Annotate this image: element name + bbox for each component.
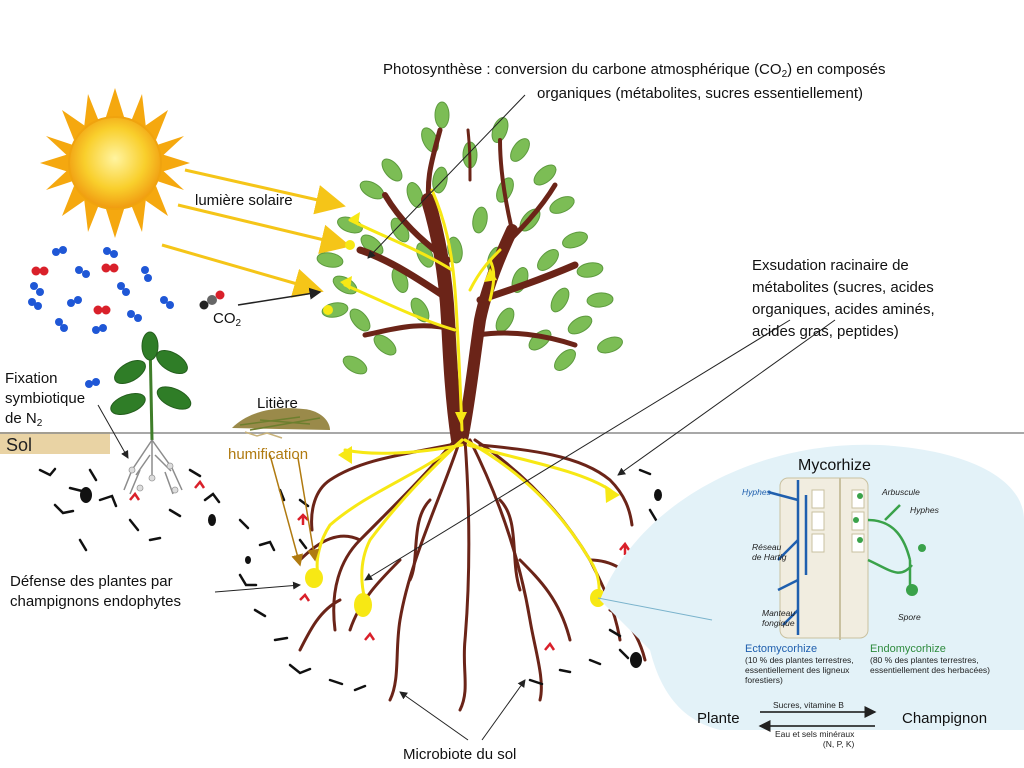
sunlight-arrows bbox=[161, 168, 351, 298]
co2-label: CO2 bbox=[213, 309, 241, 333]
inset-hartig-2: de Hartig bbox=[752, 552, 787, 562]
inset-hartig: Réseau de Hartig bbox=[752, 542, 787, 562]
endo-desc-1: (80 % des plantes terrestres, bbox=[870, 655, 979, 665]
sun-icon bbox=[40, 88, 190, 238]
inset-manteau-2: fongique bbox=[762, 618, 795, 628]
microbiota-label: Microbiote du sol bbox=[403, 746, 517, 763]
fixation-line-3: de N bbox=[5, 410, 37, 427]
endo-desc: (80 % des plantes terrestres, essentiell… bbox=[870, 655, 990, 675]
co2-text: CO bbox=[213, 310, 236, 327]
defense-line-2: champignons endophytes bbox=[10, 593, 181, 610]
co2-molecule bbox=[199, 290, 225, 310]
fixation-line-2: symbiotique bbox=[5, 390, 86, 407]
pointer-lines bbox=[214, 94, 836, 741]
litter-label: Litière bbox=[257, 395, 298, 412]
mycorrhiza-title: Mycorhize bbox=[798, 457, 871, 474]
exchange-arrows bbox=[758, 706, 877, 732]
co2-sub: 2 bbox=[235, 318, 242, 329]
endophyte-fungi bbox=[305, 240, 606, 617]
sunlight-label: lumière solaire bbox=[195, 192, 293, 209]
inset-spore: Spore bbox=[898, 612, 921, 622]
photosynthesis-label: Photosynthèse : conversion du carbone at… bbox=[383, 60, 886, 84]
humification-label: humification bbox=[228, 446, 309, 463]
exchange-bottom-2: (N, P, K) bbox=[822, 739, 855, 749]
exudation-line-4: acides gras, peptides) bbox=[752, 323, 899, 340]
humification-arrows bbox=[269, 454, 320, 567]
endo-desc-2: essentiellement des herbacées) bbox=[870, 665, 991, 675]
defense-line-1: Défense des plantes par bbox=[10, 573, 173, 590]
ecto-desc-3: forestiers) bbox=[745, 675, 783, 685]
ecto-title: Ectomycorhize bbox=[745, 643, 818, 655]
fixation-label: Fixation symbiotique de N2 bbox=[5, 369, 85, 434]
photosynthesis-text-1: Photosynthèse : conversion du carbone at… bbox=[383, 61, 782, 78]
exudation-line-3: organiques, acides aminés, bbox=[752, 301, 935, 318]
ecto-desc: (10 % des plantes terrestres, essentiell… bbox=[745, 655, 854, 685]
fungus-label: Champignon bbox=[902, 710, 988, 727]
inset-hyphes-right: Hyphes bbox=[910, 505, 939, 515]
ecto-desc-1: (10 % des plantes terrestres, bbox=[745, 655, 854, 665]
exchange-bottom-1: Eau et sels minéraux bbox=[775, 729, 855, 739]
exudation-line-1: Exsudation racinaire de bbox=[752, 257, 909, 274]
plant-label: Plante bbox=[697, 710, 740, 727]
fixation-line-1: Fixation bbox=[5, 370, 58, 387]
litter-pile bbox=[232, 408, 330, 439]
photosynthesis-sub: 2 bbox=[781, 69, 788, 80]
soil-particles bbox=[80, 487, 662, 668]
exchange-bottom-label: Eau et sels minéraux (N, P, K) bbox=[775, 729, 854, 749]
ecto-desc-2: essentiellement des ligneux bbox=[745, 665, 850, 675]
inset-arbuscule: Arbuscule bbox=[882, 487, 920, 497]
soil-label: Sol bbox=[6, 435, 33, 455]
endo-title: Endomycorhize bbox=[870, 643, 946, 655]
fixation-sub: 2 bbox=[36, 418, 43, 429]
photosynthesis-text-1-end: ) en composés bbox=[787, 61, 886, 78]
inset-hartig-1: Réseau bbox=[752, 542, 782, 552]
defense-label: Défense des plantes par champignons endo… bbox=[10, 572, 181, 612]
tree-trunk bbox=[356, 127, 579, 447]
mycorrhiza-inset bbox=[597, 444, 1024, 730]
soil-band bbox=[0, 432, 110, 454]
sap-arrowheads bbox=[338, 212, 620, 503]
exchange-top-label: Sucres, vitamine B bbox=[773, 700, 844, 710]
inset-manteau-1: Manteau bbox=[762, 608, 796, 618]
inset-manteau: Manteau fongique bbox=[762, 608, 795, 628]
photosynthesis-label-line2: organiques (métabolites, sucres essentie… bbox=[537, 85, 863, 102]
atmosphere-molecules bbox=[28, 246, 322, 388]
microbiota-red-markers bbox=[129, 479, 631, 651]
inset-hyphes-left: Hyphes bbox=[742, 487, 771, 497]
exudation-label: Exsudation racinaire de métabolites (suc… bbox=[752, 255, 935, 343]
legume-plant bbox=[97, 331, 192, 495]
exudation-line-2: métabolites (sucres, acides bbox=[752, 279, 934, 296]
